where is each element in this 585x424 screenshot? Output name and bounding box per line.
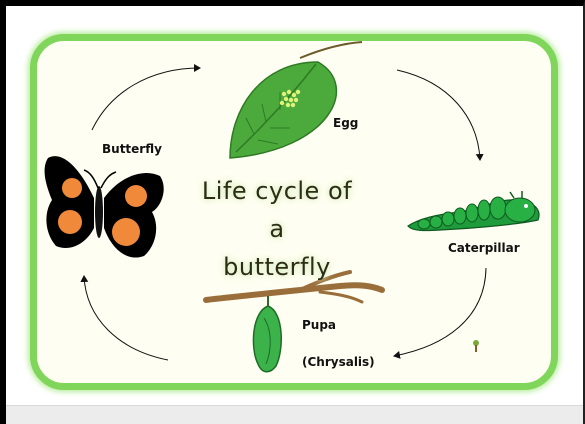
title-line-2: butterfly — [192, 248, 362, 286]
title-line-1: Life cycle of a — [192, 172, 362, 248]
label-butterfly: Butterfly — [102, 142, 162, 156]
label-caterpillar: Caterpillar — [448, 241, 520, 255]
label-pupa: Pupa — [302, 318, 336, 332]
butterfly-icon — [45, 156, 164, 257]
label-egg: Egg — [333, 116, 358, 130]
arrow-pupa-to-butterfly — [84, 276, 168, 360]
caterpillar-icon — [408, 191, 539, 231]
leaf-icon — [230, 42, 362, 158]
label-chrysalis: (Chrysalis) — [302, 355, 375, 369]
diagram-title: Life cycle of a butterfly — [192, 172, 362, 286]
arrow-butterfly-to-egg — [92, 68, 200, 130]
arrow-egg-to-caterpillar — [397, 70, 480, 160]
logo-icon — [472, 340, 532, 356]
